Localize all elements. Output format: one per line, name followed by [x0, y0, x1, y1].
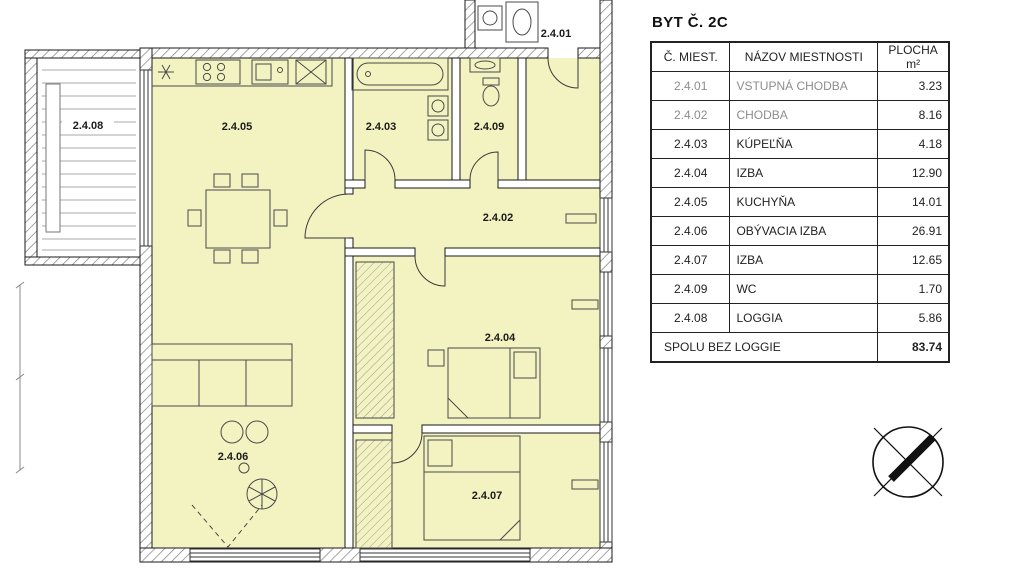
table-header-row: Č. MIEST. NÁZOV MIESTNOSTI PLOCHA m²	[650, 41, 950, 72]
dimension-line	[15, 281, 25, 474]
label-backing	[62, 118, 114, 132]
col-header-area: PLOCHA m²	[877, 41, 950, 72]
room-name: VSTUPNÁ CHODBA	[729, 71, 879, 101]
room-code: 2.4.01	[650, 71, 731, 101]
room-label-2-4-01: 2.4.01	[541, 28, 572, 40]
room-name: CHODBA	[729, 100, 879, 130]
table-row: 2.4.08 LOGGIA 5.86	[650, 303, 950, 333]
room-code: 2.4.02	[650, 100, 731, 130]
room-label-2-4-09: 2.4.09	[474, 121, 505, 133]
room-code: 2.4.08	[650, 303, 731, 333]
room-name: IZBA	[729, 245, 879, 275]
bathroom-fixtures	[351, 57, 449, 141]
room-name: WC	[729, 274, 879, 304]
room-code: 2.4.07	[650, 245, 731, 275]
room-area: 14.01	[877, 187, 950, 217]
table-row: 2.4.01 VSTUPNÁ CHODBA 3.23	[650, 71, 950, 101]
room-label-2-4-03: 2.4.03	[366, 121, 397, 133]
room-area-table: Č. MIEST. NÁZOV MIESTNOSTI PLOCHA m² 2.4…	[650, 41, 950, 363]
room-label-2-4-08: 2.4.08	[73, 120, 104, 132]
table-row: 2.4.05 KUCHYŇA 14.01	[650, 187, 950, 217]
room-name: IZBA	[729, 158, 879, 188]
room-name: OBÝVACIA IZBA	[729, 216, 879, 246]
room-area: 5.86	[877, 303, 950, 333]
room-label-2-4-02: 2.4.02	[483, 212, 514, 224]
total-value: 83.74	[877, 332, 950, 363]
wc-fixtures	[469, 57, 501, 107]
room-area: 12.90	[877, 158, 950, 188]
legend-panel: BYT Č. 2C Č. MIEST. NÁZOV MIESTNOSTI PLO…	[650, 14, 950, 363]
total-label: SPOLU BEZ LOGGIE	[650, 332, 879, 363]
living-room-furniture	[151, 343, 293, 548]
table-row: 2.4.04 IZBA 12.90	[650, 158, 950, 188]
north-compass-icon	[872, 426, 944, 498]
table-row: 2.4.06 OBÝVACIA IZBA 26.91	[650, 216, 950, 246]
room-label-2-4-04: 2.4.04	[485, 332, 516, 344]
kitchen-furniture	[152, 58, 333, 87]
entrance-fixtures	[477, 1, 539, 43]
room-code: 2.4.03	[650, 129, 731, 159]
room-label-2-4-05: 2.4.05	[222, 121, 253, 133]
room-label-2-4-06: 2.4.06	[218, 451, 249, 463]
loggia-decking	[42, 69, 136, 251]
room-labels: 2.4.01 2.4.02 2.4.03 2.4.04 2.4.05 2.4.0…	[62, 28, 571, 502]
interior-walls	[344, 57, 601, 549]
floorplan-drawing: 2.4.01 2.4.02 2.4.03 2.4.04 2.4.05 2.4.0…	[15, 0, 613, 563]
dining-table	[187, 173, 288, 264]
room-area: 12.65	[877, 245, 950, 275]
room-area: 3.23	[877, 71, 950, 101]
room-area: 4.18	[877, 129, 950, 159]
room-name: LOGGIA	[729, 303, 879, 333]
col-header-name: NÁZOV MIESTNOSTI	[729, 41, 879, 72]
windows	[139, 69, 613, 562]
table-row: 2.4.03 KÚPEĽŇA 4.18	[650, 129, 950, 159]
room-name: KUCHYŇA	[729, 187, 879, 217]
room-area: 1.70	[877, 274, 950, 304]
room-label-2-4-07: 2.4.07	[472, 490, 503, 502]
table-row: 2.4.09 WC 1.70	[650, 274, 950, 304]
room-code: 2.4.05	[650, 187, 731, 217]
apartment-title: BYT Č. 2C	[652, 14, 729, 31]
col-header-code: Č. MIEST.	[650, 41, 731, 72]
room-area: 26.91	[877, 216, 950, 246]
room-code: 2.4.04	[650, 158, 731, 188]
room-name: KÚPEĽŇA	[729, 129, 879, 159]
room-code: 2.4.09	[650, 274, 731, 304]
bedroom-07-furniture	[355, 435, 599, 549]
room-area: 8.16	[877, 100, 950, 130]
door-swings	[304, 57, 579, 464]
table-row: 2.4.07 IZBA 12.65	[650, 245, 950, 275]
room-code: 2.4.06	[650, 216, 731, 246]
hall-radiator	[565, 213, 597, 224]
bedroom-04-furniture	[355, 261, 599, 419]
table-row: 2.4.02 CHODBA 8.16	[650, 100, 950, 130]
table-total-row: SPOLU BEZ LOGGIE 83.74	[650, 332, 950, 363]
